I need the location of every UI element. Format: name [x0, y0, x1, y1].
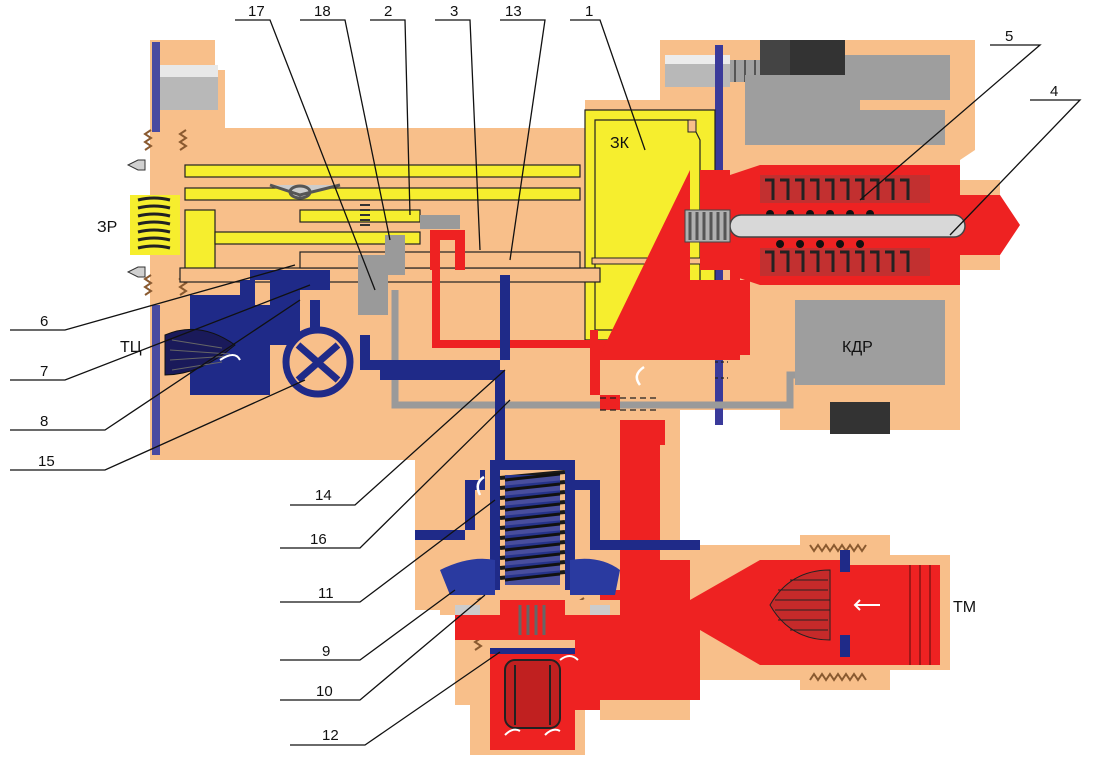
left-flange-bottom: [152, 305, 160, 455]
callout-12: 12: [322, 727, 339, 744]
callout-7: 7: [40, 363, 48, 380]
label-tm: ТМ: [953, 599, 976, 616]
callout-3: 3: [450, 3, 458, 20]
screw-top: [126, 159, 146, 171]
dashed-line: [600, 397, 660, 411]
callout-9: 9: [322, 643, 330, 660]
label-zr: ЗР: [97, 219, 117, 236]
left-flange-top: [152, 42, 160, 132]
callout-13: 13: [505, 3, 522, 20]
small-spring: [360, 204, 370, 226]
chamber-upper: [745, 75, 945, 145]
callout-6: 6: [40, 313, 48, 330]
callout-10: 10: [316, 683, 333, 700]
screw-bottom: [126, 266, 146, 278]
kdr-chamber: [795, 300, 945, 385]
callout-11: 11: [318, 585, 334, 602]
bottom-valve: [440, 460, 620, 750]
brake-pipe-passages: [430, 170, 840, 710]
label-kdr: КДР: [842, 339, 873, 356]
callout-4: 4: [1050, 83, 1058, 100]
callout-16: 16: [310, 531, 327, 548]
callout-15: 15: [38, 453, 55, 470]
callout-18: 18: [314, 3, 331, 20]
rod-4: [729, 214, 966, 238]
callout-17: 17: [248, 3, 265, 20]
callout-5: 5: [1005, 28, 1013, 45]
callout-8: 8: [40, 413, 48, 430]
rod-spring: [684, 209, 731, 243]
label-tc: ТЦ: [120, 339, 142, 356]
callout-numbers: 17 18 2 3 13 1 5 4 6 7 8 15 14 16 11 9 1…: [38, 3, 1058, 744]
tc-filter: [164, 328, 241, 376]
flow-arrow-1: [635, 365, 645, 386]
zr-spring: [130, 195, 180, 255]
tm-inlet: [769, 550, 940, 665]
leader-lines: [10, 19, 1082, 746]
spring-5: [760, 175, 930, 276]
valve-15: [282, 326, 354, 398]
flow-arrow-2: [476, 475, 485, 496]
callout-2: 2: [384, 3, 392, 20]
label-zk: ЗК: [610, 135, 630, 152]
callout-1: 1: [585, 3, 593, 20]
leaf-spring: [269, 183, 341, 200]
callout-14: 14: [315, 487, 332, 504]
